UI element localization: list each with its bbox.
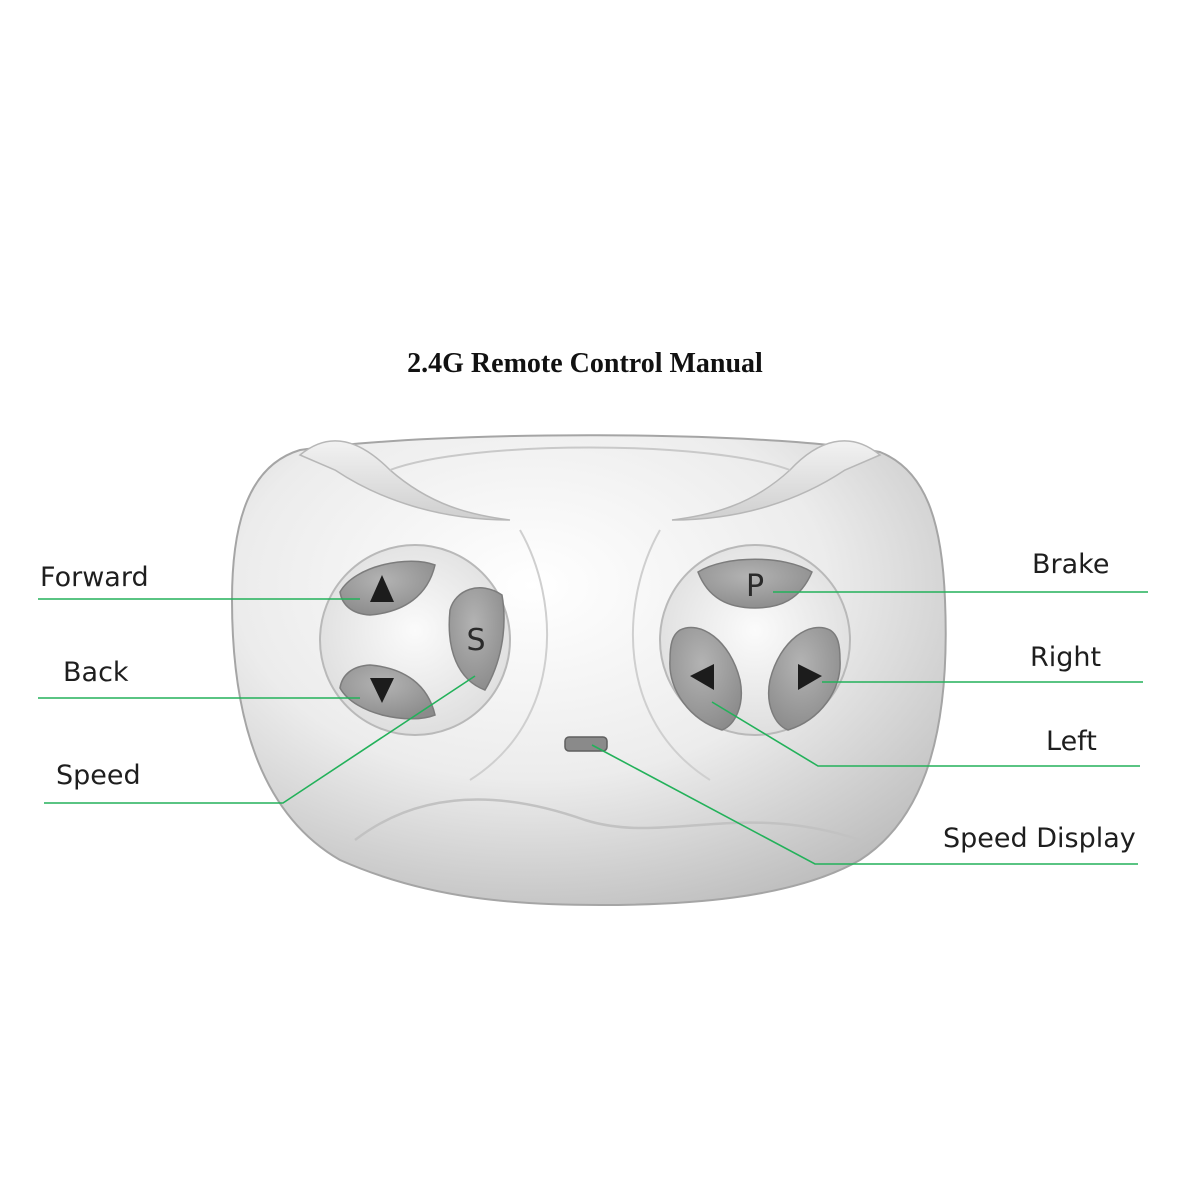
left-button[interactable] [669, 626, 742, 731]
brake-button[interactable]: P [697, 558, 813, 609]
speed-leader-line [44, 675, 476, 804]
left-triangle-icon [690, 664, 714, 690]
left-control-pad: S [319, 544, 511, 736]
forward-label: Forward [40, 562, 149, 593]
back-label: Back [63, 657, 129, 688]
speed-display-label: Speed Display [943, 823, 1136, 854]
callout-labels: Forward Back Speed Brake Right Left Spee… [40, 549, 1136, 854]
speed-label: Speed [56, 760, 141, 791]
right-control-pad: P [659, 544, 851, 736]
speed-glyph: S [466, 623, 485, 658]
left-leader-line [711, 701, 1140, 767]
brake-glyph: P [746, 569, 764, 604]
right-button[interactable] [768, 626, 841, 731]
speed-button[interactable]: S [448, 587, 505, 691]
page-title: 2.4G Remote Control Manual [407, 348, 763, 379]
brake-label: Brake [1032, 549, 1109, 580]
up-triangle-icon [370, 575, 394, 602]
back-button[interactable] [339, 664, 436, 720]
leader-lines [38, 591, 1148, 865]
right-triangle-icon [798, 664, 822, 690]
speed-display-leader-line [591, 744, 1138, 865]
forward-button[interactable] [339, 560, 436, 616]
down-triangle-icon [370, 678, 394, 703]
right-label: Right [1030, 642, 1101, 673]
left-label: Left [1046, 726, 1097, 757]
